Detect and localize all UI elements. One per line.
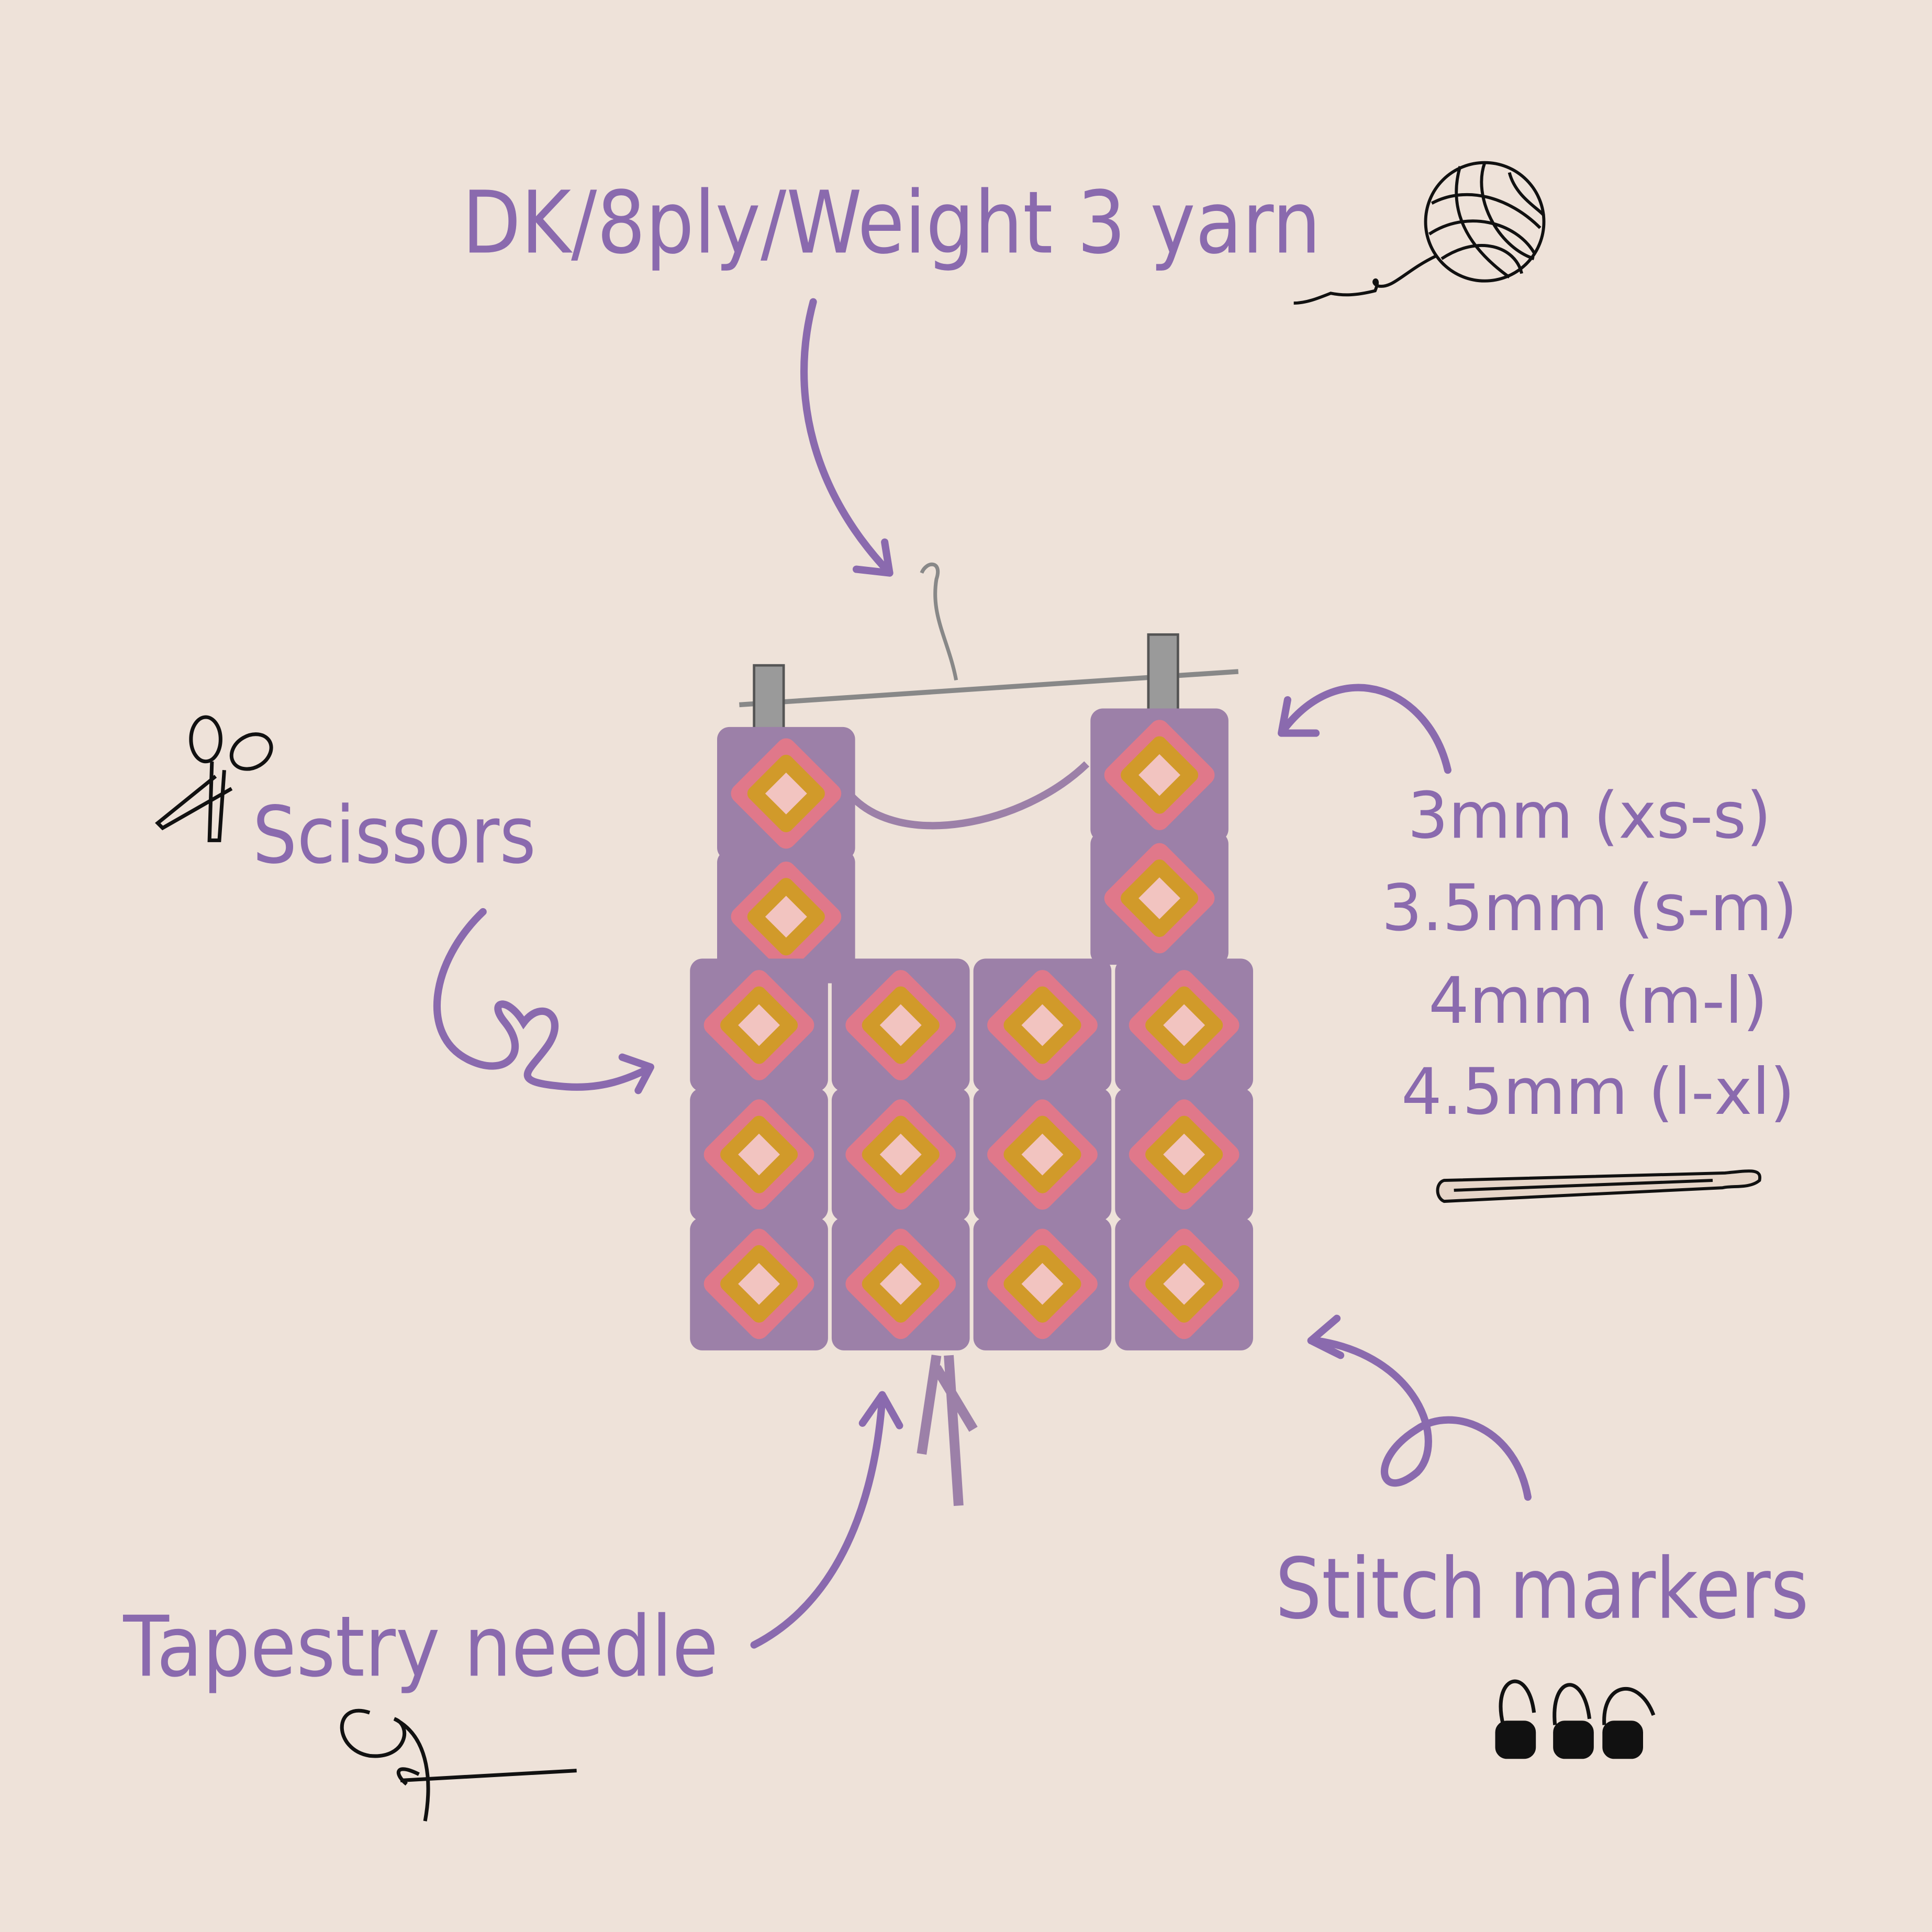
scissors-label: Scissors <box>253 789 536 881</box>
tapestry-needle-icon <box>340 1708 577 1822</box>
hook-size-item: 3.5mm (s-m) <box>1381 870 1797 945</box>
granny-square <box>1115 958 1253 1092</box>
hook-arrow <box>1278 684 1451 774</box>
granny-square <box>973 958 1112 1092</box>
hook-size-item: 3mm (xs-s) <box>1408 778 1771 853</box>
yarn-ball-icon <box>1293 161 1546 305</box>
crochet-hook-icon <box>1436 1169 1761 1203</box>
granny-square <box>690 1217 828 1350</box>
hook-size-item: 4.5mm (l-xl) <box>1401 1054 1795 1129</box>
hook-size-item: 4mm (m-l) <box>1428 963 1768 1038</box>
granny-square <box>831 1088 970 1221</box>
granny-square <box>1090 708 1229 842</box>
stitch-markers-label: Stitch markers <box>1275 1540 1808 1638</box>
granny-square <box>831 1217 970 1350</box>
granny-square <box>1115 1088 1253 1221</box>
tapestry-needle-label: Tapestry needle <box>123 1598 719 1695</box>
tie-strings <box>917 1354 978 1506</box>
granny-square <box>1090 831 1229 965</box>
stitch-markers-icon <box>1495 1679 1656 1759</box>
scissors-arrow <box>433 908 654 1095</box>
crochet-top-photo <box>690 562 1253 1506</box>
scissors-icon <box>155 715 273 842</box>
stitch-markers-arrow <box>1307 1314 1532 1501</box>
granny-square <box>690 1088 828 1221</box>
granny-square <box>1115 1217 1253 1350</box>
granny-square <box>717 727 855 861</box>
granny-square <box>831 958 970 1092</box>
granny-square <box>690 958 828 1092</box>
hook-sizes-list: 3mm (xs-s) 3.5mm (s-m) 4mm (m-l) 4.5mm (… <box>1381 778 1797 1129</box>
back-strap <box>847 761 1090 830</box>
yarn-label: DK/8ply/Weight 3 yarn <box>462 173 1321 273</box>
yarn-arrow <box>800 298 894 577</box>
granny-square <box>717 850 855 984</box>
granny-square <box>973 1088 1112 1221</box>
tapestry-needle-arrow <box>750 1391 903 1649</box>
granny-square <box>973 1217 1112 1350</box>
